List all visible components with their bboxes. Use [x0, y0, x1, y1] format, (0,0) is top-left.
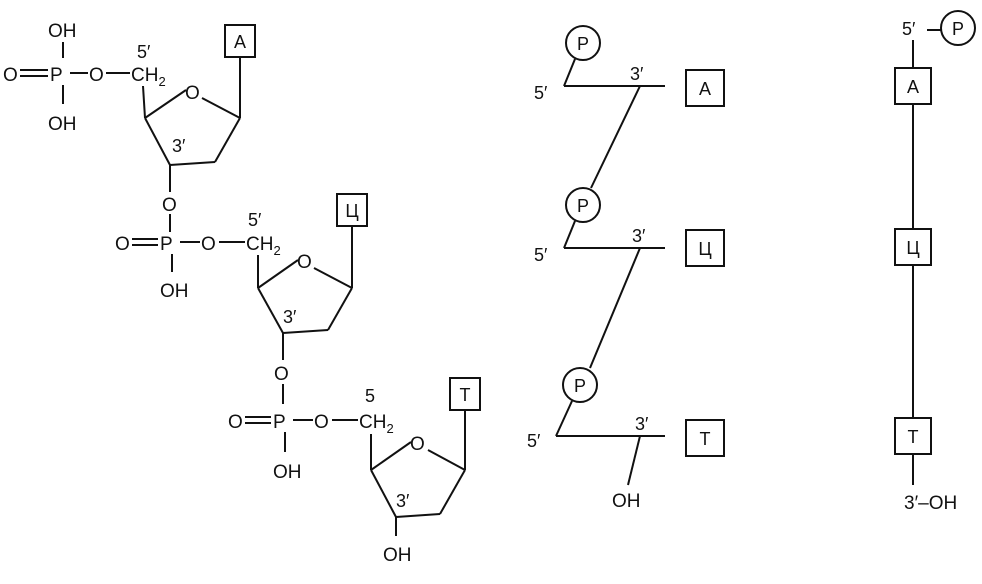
ester-oxygen: O [89, 65, 104, 86]
phosphate-circle-3 [562, 367, 598, 403]
five-prime-label-1: 5′ [534, 83, 548, 103]
base-label-a: A [234, 32, 246, 52]
three-prime-label-2: 3′ [632, 226, 646, 246]
phosphate-double-o: O [115, 234, 130, 255]
three-prime-oh-label: 3′–OH [904, 493, 957, 514]
phosphate-label: P [952, 19, 964, 39]
phosphate-oh-bottom: OH [273, 462, 302, 483]
panel-b-skeletal-scheme: P 5′ 3′ A P 5′ 3′ Ц P 5′ 3′ T OH [527, 25, 725, 512]
phosphate-oh-top: OH [48, 21, 77, 42]
ring-oxygen: O [297, 252, 312, 273]
phosphate-label-2: P [577, 196, 589, 216]
bridge-oxygen-2: O [274, 364, 289, 385]
phosphate-oh-bottom: OH [48, 114, 77, 135]
base-label-t: T [700, 429, 711, 449]
base-box-a [685, 69, 725, 107]
base-label-t: T [460, 385, 471, 405]
ring-oxygen: O [185, 83, 200, 104]
base-box-a [224, 24, 256, 58]
base-label-c: Ц [906, 238, 919, 258]
ch2-group: CH2 [246, 234, 281, 258]
carbon-5-label: 5′ [137, 42, 151, 62]
ch2-group: CH2 [359, 412, 394, 436]
base-box-t [685, 419, 725, 457]
carbon-3-label: 3′ [396, 491, 410, 511]
base-box-c [894, 228, 932, 266]
phosphate-label-3: P [574, 376, 586, 396]
ester-oxygen: O [201, 234, 216, 255]
five-prime-label-3: 5′ [527, 431, 541, 451]
five-prime-label: 5′ [902, 19, 916, 39]
phosphorus-atom: P [273, 412, 286, 433]
phosphate-double-o: O [228, 412, 243, 433]
carbon-3-label: 3′ [283, 307, 297, 327]
base-box-a [894, 67, 932, 105]
nucleotide-unit-3: O O P OH O CH2 5 O T 3′ OH [228, 364, 481, 566]
base-box-c [685, 229, 725, 267]
base-label-a: A [699, 79, 711, 99]
panel-a-chemical-structure: OH O P OH O CH2 5′ O A 3′ [3, 21, 481, 566]
ring-oxygen: O [410, 434, 425, 455]
base-label-c: Ц [698, 239, 711, 259]
ester-oxygen: O [314, 412, 329, 433]
phosphate-circle-1 [565, 25, 601, 61]
phosphorus-atom: P [50, 65, 63, 86]
phosphate-oh-bottom: OH [160, 281, 189, 302]
carbon-5-label: 5 [365, 386, 375, 406]
base-label-a: A [907, 77, 919, 97]
nucleotide-unit-2: O O P OH O CH2 5′ O Ц 3′ [115, 193, 368, 360]
phosphate-label-1: P [577, 34, 589, 54]
ch2-group: CH2 [131, 65, 166, 89]
phosphate-circle-2 [565, 187, 601, 223]
terminal-oh-label: OH [612, 491, 641, 512]
base-label-c: Ц [345, 201, 358, 221]
base-box-c [336, 193, 368, 227]
phosphorus-atom: P [160, 234, 173, 255]
base-label-t: T [908, 427, 919, 447]
panel-c-linear-scheme: 5′ P A Ц T 3′–OH [894, 10, 976, 514]
carbon-3-label: 3′ [172, 136, 186, 156]
carbon-5-label: 5′ [248, 210, 262, 230]
phosphate-double-o: O [3, 65, 18, 86]
bridge-oxygen-1: O [162, 195, 177, 216]
five-prime-label-2: 5′ [534, 245, 548, 265]
three-prime-label-1: 3′ [630, 64, 644, 84]
nucleotide-unit-1: OH O P OH O CH2 5′ O A 3′ [3, 21, 256, 192]
terminal-3-oh: OH [383, 545, 412, 566]
three-prime-label-3: 3′ [635, 414, 649, 434]
base-box-t [449, 377, 481, 411]
phosphate-circle [940, 10, 976, 46]
